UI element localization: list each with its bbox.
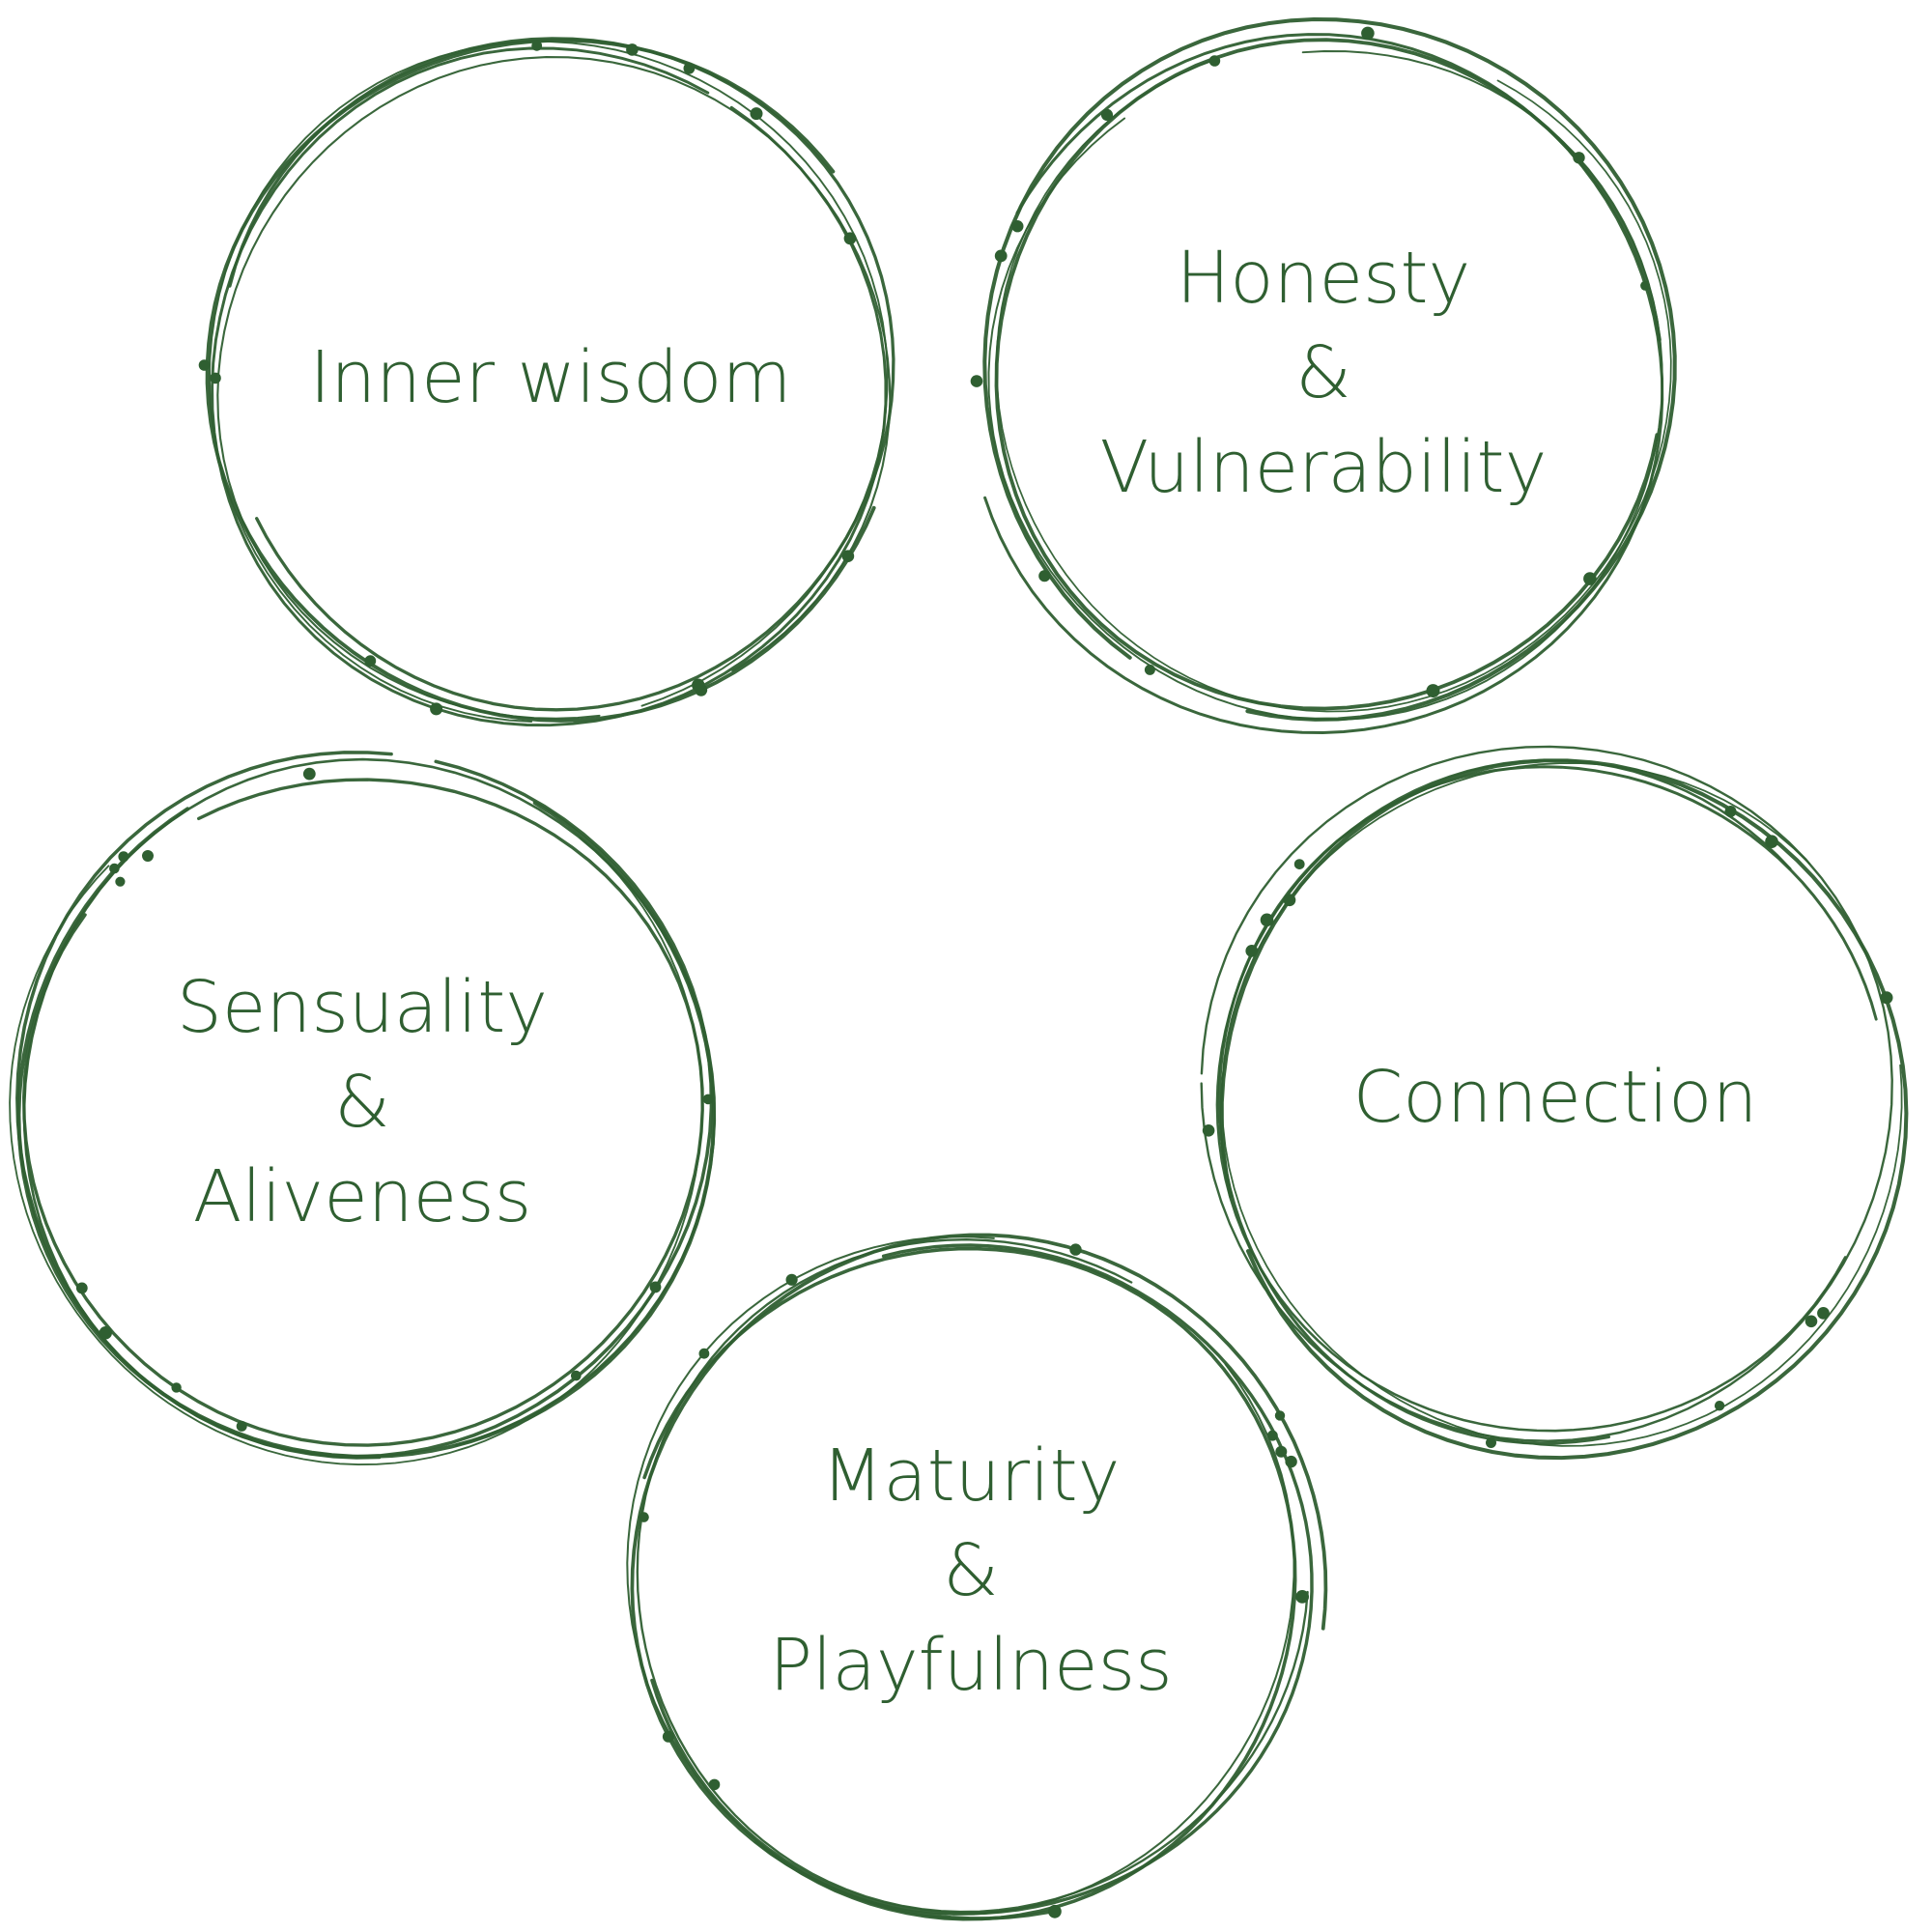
ring-dot: [571, 1370, 582, 1381]
label-line: Aliveness: [193, 1155, 532, 1238]
ring-stroke: [205, 38, 876, 723]
ring-stroke: [995, 57, 1672, 713]
ring-dot: [970, 375, 983, 387]
ring-dot: [1765, 835, 1778, 848]
ring-dot: [1295, 1590, 1309, 1604]
ring-inner-wisdom: [198, 37, 895, 727]
ring-dot: [1245, 945, 1259, 957]
label-line: Sensuality: [177, 966, 548, 1049]
ring-dot: [626, 43, 639, 56]
ring-dot: [639, 1512, 649, 1522]
label-line: Inner wisdom: [309, 336, 791, 419]
ring-dot: [1285, 1455, 1297, 1468]
label-line: &: [1295, 331, 1351, 414]
ring-dot: [1144, 664, 1155, 675]
label-line: &: [334, 1061, 390, 1144]
labels-layer: Inner wisdom Honesty & VulnerabilitySensual…: [177, 237, 1757, 1707]
ring-dot: [785, 1273, 798, 1286]
label-line: Maturity: [822, 1435, 1121, 1518]
ring-stroke: [1200, 745, 1893, 1442]
ring-dot: [1100, 108, 1114, 121]
ring-maturity-playfulness: [626, 1233, 1328, 1921]
ring-stroke: [636, 1238, 1309, 1914]
ring-dot: [1714, 1401, 1725, 1411]
ring-dot: [1283, 894, 1296, 907]
ring-dot: [1260, 913, 1274, 927]
ring-dot: [198, 359, 211, 371]
circle-label-inner-wisdom: Inner wisdom: [309, 336, 791, 419]
ring-dot: [662, 1730, 674, 1743]
ring-dot: [210, 372, 221, 384]
ring-honesty-vulnerability: [970, 16, 1677, 735]
ring-dot: [109, 863, 120, 874]
ring-stroke: [983, 33, 1664, 735]
ring-dot: [708, 1778, 721, 1791]
ring-stroke: [228, 37, 895, 712]
ring-stroke: [1221, 762, 1903, 1447]
ring-dot: [1361, 26, 1375, 41]
ring-dot: [702, 1094, 714, 1105]
ring-dot: [1208, 55, 1221, 67]
ring-dot: [1266, 1430, 1278, 1441]
ring-dot: [1426, 684, 1440, 698]
ring-dot: [1486, 1437, 1496, 1448]
ring-dot: [843, 232, 857, 245]
ring-dot: [1573, 152, 1585, 164]
rings-layer: [9, 16, 1909, 1921]
ring-dot: [750, 107, 763, 121]
ring-dot: [1724, 806, 1737, 817]
ring-dot: [1048, 1904, 1062, 1918]
ring-dot: [302, 767, 316, 781]
ring-dot: [115, 876, 126, 887]
ring-dot: [171, 1382, 182, 1393]
ring-dot: [1817, 1307, 1830, 1320]
ring-dot: [649, 1281, 662, 1293]
label-line: Honesty: [1177, 237, 1471, 320]
ring-dot: [1069, 1243, 1082, 1256]
label-line: Playfulness: [769, 1624, 1172, 1707]
ring-dot: [99, 1326, 113, 1340]
ring-dot: [683, 62, 696, 74]
ring-dot: [1275, 1445, 1288, 1458]
circle-label-connection: Connection: [1353, 1056, 1758, 1139]
ring-dot: [531, 40, 543, 51]
ring-dot: [364, 655, 377, 668]
ring-stroke: [9, 837, 703, 1466]
ring-dot: [698, 1348, 710, 1359]
ring-stroke: [22, 778, 704, 1447]
ring-dot: [1038, 570, 1051, 582]
ring-dot: [1274, 1410, 1286, 1421]
ring-sensuality-aliveness: [9, 751, 717, 1466]
circle-label-maturity-playfulness: Maturity & Playfulness: [769, 1435, 1172, 1707]
ring-dot: [142, 850, 154, 862]
label-line: Vulnerability: [1100, 426, 1548, 509]
ring-dot: [75, 1282, 88, 1294]
label-line: &: [943, 1529, 999, 1612]
ring-dot: [841, 550, 855, 562]
ring-connection: [1200, 745, 1909, 1461]
label-line: Connection: [1353, 1056, 1758, 1139]
ring-dot: [1011, 220, 1024, 233]
ring-dot: [430, 702, 443, 716]
ring-stroke: [642, 1246, 1297, 1921]
ring-dot: [1583, 572, 1597, 585]
ring-stroke: [15, 751, 714, 1459]
ring-dot: [236, 1420, 247, 1432]
ring-dot: [1804, 1315, 1818, 1328]
ring-dot: [1202, 1124, 1215, 1137]
ring-stroke: [650, 1243, 1314, 1916]
ring-dot: [118, 851, 129, 863]
ring-dot: [1293, 859, 1305, 869]
ring-dot: [1880, 991, 1893, 1005]
ring-dot: [994, 249, 1008, 263]
ring-dot: [1640, 280, 1651, 291]
ring-stroke: [987, 50, 1663, 721]
circle-label-honesty-vulnerability: Honesty & Vulnerability: [1100, 237, 1548, 509]
circle-label-sensuality-aliveness: Sensuality & Aliveness: [177, 966, 548, 1238]
ring-stroke: [982, 16, 1677, 722]
ring-dot: [692, 678, 705, 692]
